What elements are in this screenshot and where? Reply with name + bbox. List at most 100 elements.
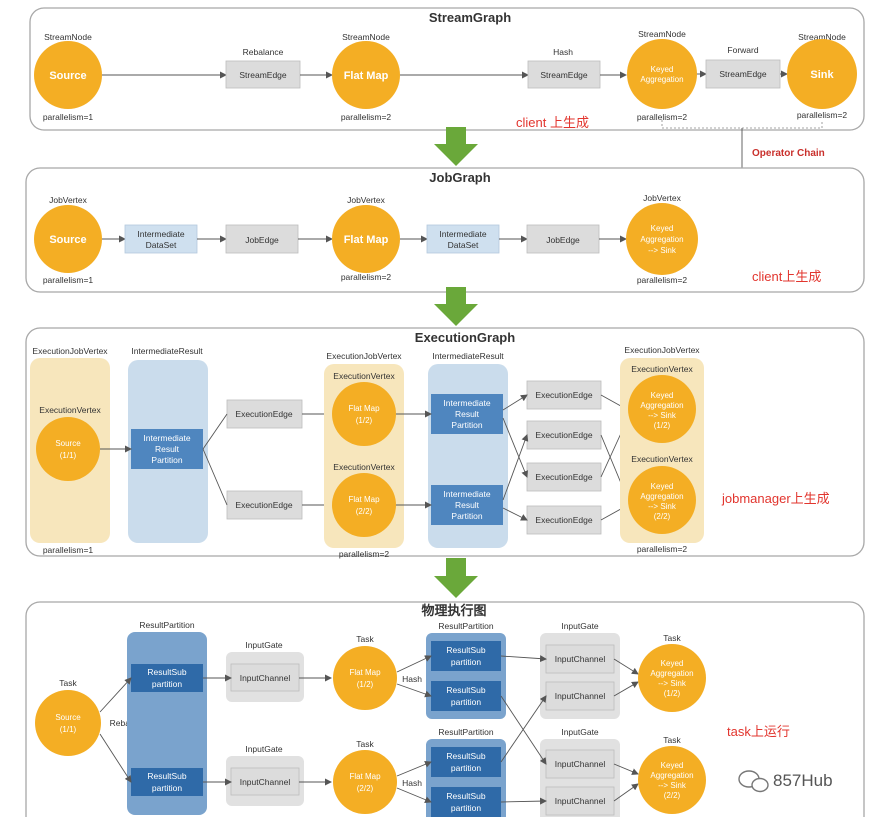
result-partition-caption: ResultPartition xyxy=(438,621,494,631)
input-channel-box xyxy=(545,681,615,711)
stream-sink-label: Sink xyxy=(810,69,834,81)
exec-flatmap-1-node xyxy=(332,382,396,446)
streamnode-caption: StreamNode xyxy=(638,29,686,39)
phys-agg2-l3: --> Sink xyxy=(658,781,687,790)
ev-caption: ExecutionVertex xyxy=(333,462,395,472)
phys-source-index: (1/1) xyxy=(60,725,77,734)
operator-chain-label: Operator Chain xyxy=(752,148,825,159)
exec-agg-parallelism: parallelism=2 xyxy=(637,544,688,554)
phys-edge-arrow xyxy=(500,695,547,765)
executiongraph-title: ExecutionGraph xyxy=(415,330,515,345)
ir-caption: IntermediateResult xyxy=(432,351,504,361)
result-subpartition-box xyxy=(131,664,203,692)
stream-keyed-label: Keyed xyxy=(651,65,674,74)
execution-edge-box xyxy=(526,380,602,410)
ejv-caption: ExecutionJobVertex xyxy=(326,351,402,361)
physical-graph-title: 物理执行图 xyxy=(421,603,486,618)
phys-fm2-index: (2/2) xyxy=(357,784,374,793)
exec-agg2-l4: (2/2) xyxy=(654,512,671,521)
phys-edge-arrow xyxy=(613,658,639,675)
phys-edge-arrow xyxy=(99,677,132,713)
exec-edge-arrow xyxy=(502,417,528,478)
input-channel-box xyxy=(545,644,615,674)
execution-edge-box xyxy=(526,462,602,492)
ev-caption: ExecutionVertex xyxy=(333,371,395,381)
stream-flatmap-parallelism: parallelism=2 xyxy=(341,112,392,122)
phys-source-name: Source xyxy=(55,713,81,722)
stream-source-node xyxy=(34,41,102,109)
task-caption: Task xyxy=(663,735,681,745)
stream-edge-box xyxy=(705,59,781,89)
exec-agg1-l2: Aggregation xyxy=(640,401,683,410)
phys-edge-arrow xyxy=(500,797,547,805)
exec-agg1-l1: Keyed xyxy=(651,391,674,400)
input-gate-caption: InputGate xyxy=(245,744,283,754)
phys-edge-arrow xyxy=(396,761,432,777)
stream-keyed-agg-node xyxy=(627,39,697,109)
result-subpartition-box xyxy=(431,787,501,817)
job-ids-line1: Intermediate xyxy=(439,229,487,239)
streamnode-caption: StreamNode xyxy=(798,32,846,42)
rsp-line2: partition xyxy=(451,763,482,773)
phys-edge-arrow xyxy=(396,683,432,698)
phys-edge-arrow xyxy=(500,655,547,663)
exec-agg2-l1: Keyed xyxy=(651,482,674,491)
input-channel-label: InputChannel xyxy=(555,691,606,701)
irp-line3: Partition xyxy=(451,420,482,430)
job-edge-label: JobEdge xyxy=(245,235,279,245)
result-subpartition-box xyxy=(431,681,501,711)
hash-label: Hash xyxy=(402,778,422,788)
irp-line1: Intermediate xyxy=(443,489,491,499)
input-channel-label: InputChannel xyxy=(555,759,606,769)
exec-edge-line xyxy=(202,448,228,506)
exec-agg-1-node xyxy=(628,375,696,443)
rsp-line1: ResultSub xyxy=(147,667,186,677)
phys-fm2-name: Flat Map xyxy=(349,772,381,781)
input-channel-label: InputChannel xyxy=(240,673,291,683)
stream-partitioner-hash: Hash xyxy=(553,47,573,57)
rsp-line1: ResultSub xyxy=(446,751,485,761)
exec-fm1-index: (1/2) xyxy=(356,416,373,425)
ir-partition-box xyxy=(431,394,503,434)
phys-agg-2-node xyxy=(638,746,706,814)
physical-graph-note: task上运行 xyxy=(727,724,790,739)
execution-edge-label: ExecutionEdge xyxy=(535,430,592,440)
job-agg-line3: --> Sink xyxy=(648,246,677,255)
execution-edge-box xyxy=(226,490,303,520)
input-channel-label: InputChannel xyxy=(555,654,606,664)
rsp-line2: partition xyxy=(152,783,183,793)
rsp-line2: partition xyxy=(451,697,482,707)
execution-edge-label: ExecutionEdge xyxy=(535,515,592,525)
input-gate-caption: InputGate xyxy=(245,640,283,650)
job-source-label: Source xyxy=(49,234,86,246)
exec-agg2-l2: Aggregation xyxy=(640,492,683,501)
rsp-line1: ResultSub xyxy=(446,685,485,695)
phys-edge-arrow xyxy=(396,655,432,673)
stream-agg-parallelism: parallelism=2 xyxy=(637,112,688,122)
stream-partitioner-forward: Forward xyxy=(727,45,758,55)
result-partition-caption: ResultPartition xyxy=(139,620,195,630)
stream-edge-box xyxy=(225,60,301,89)
result-subpartition-box xyxy=(131,768,203,796)
phys-flatmap-1-node xyxy=(333,646,397,710)
phys-agg2-l1: Keyed xyxy=(661,761,684,770)
job-keyed-agg-sink-node xyxy=(626,203,698,275)
input-gate-caption: InputGate xyxy=(561,621,599,631)
exec-agg2-l3: --> Sink xyxy=(648,502,677,511)
exec-fm1-name: Flat Map xyxy=(348,404,380,413)
phys-edge-arrow xyxy=(613,783,639,802)
execution-edge-label: ExecutionEdge xyxy=(235,409,292,419)
job-flatmap-label: Flat Map xyxy=(344,234,389,246)
job-ids-line2: DataSet xyxy=(146,240,177,250)
streamnode-caption: StreamNode xyxy=(342,32,390,42)
jobvertex-caption: JobVertex xyxy=(49,195,88,205)
rsp-line2: partition xyxy=(152,679,183,689)
rsp-line2: partition xyxy=(451,803,482,813)
exec-agg1-l3: --> Sink xyxy=(648,411,677,420)
phys-fm1-index: (1/2) xyxy=(357,680,374,689)
exec-edge-arrow xyxy=(502,434,529,501)
phys-edge-arrow xyxy=(613,681,639,697)
phys-edge-arrow xyxy=(613,763,639,775)
input-channel-box xyxy=(545,749,615,779)
streamgraph-title: StreamGraph xyxy=(429,10,511,25)
